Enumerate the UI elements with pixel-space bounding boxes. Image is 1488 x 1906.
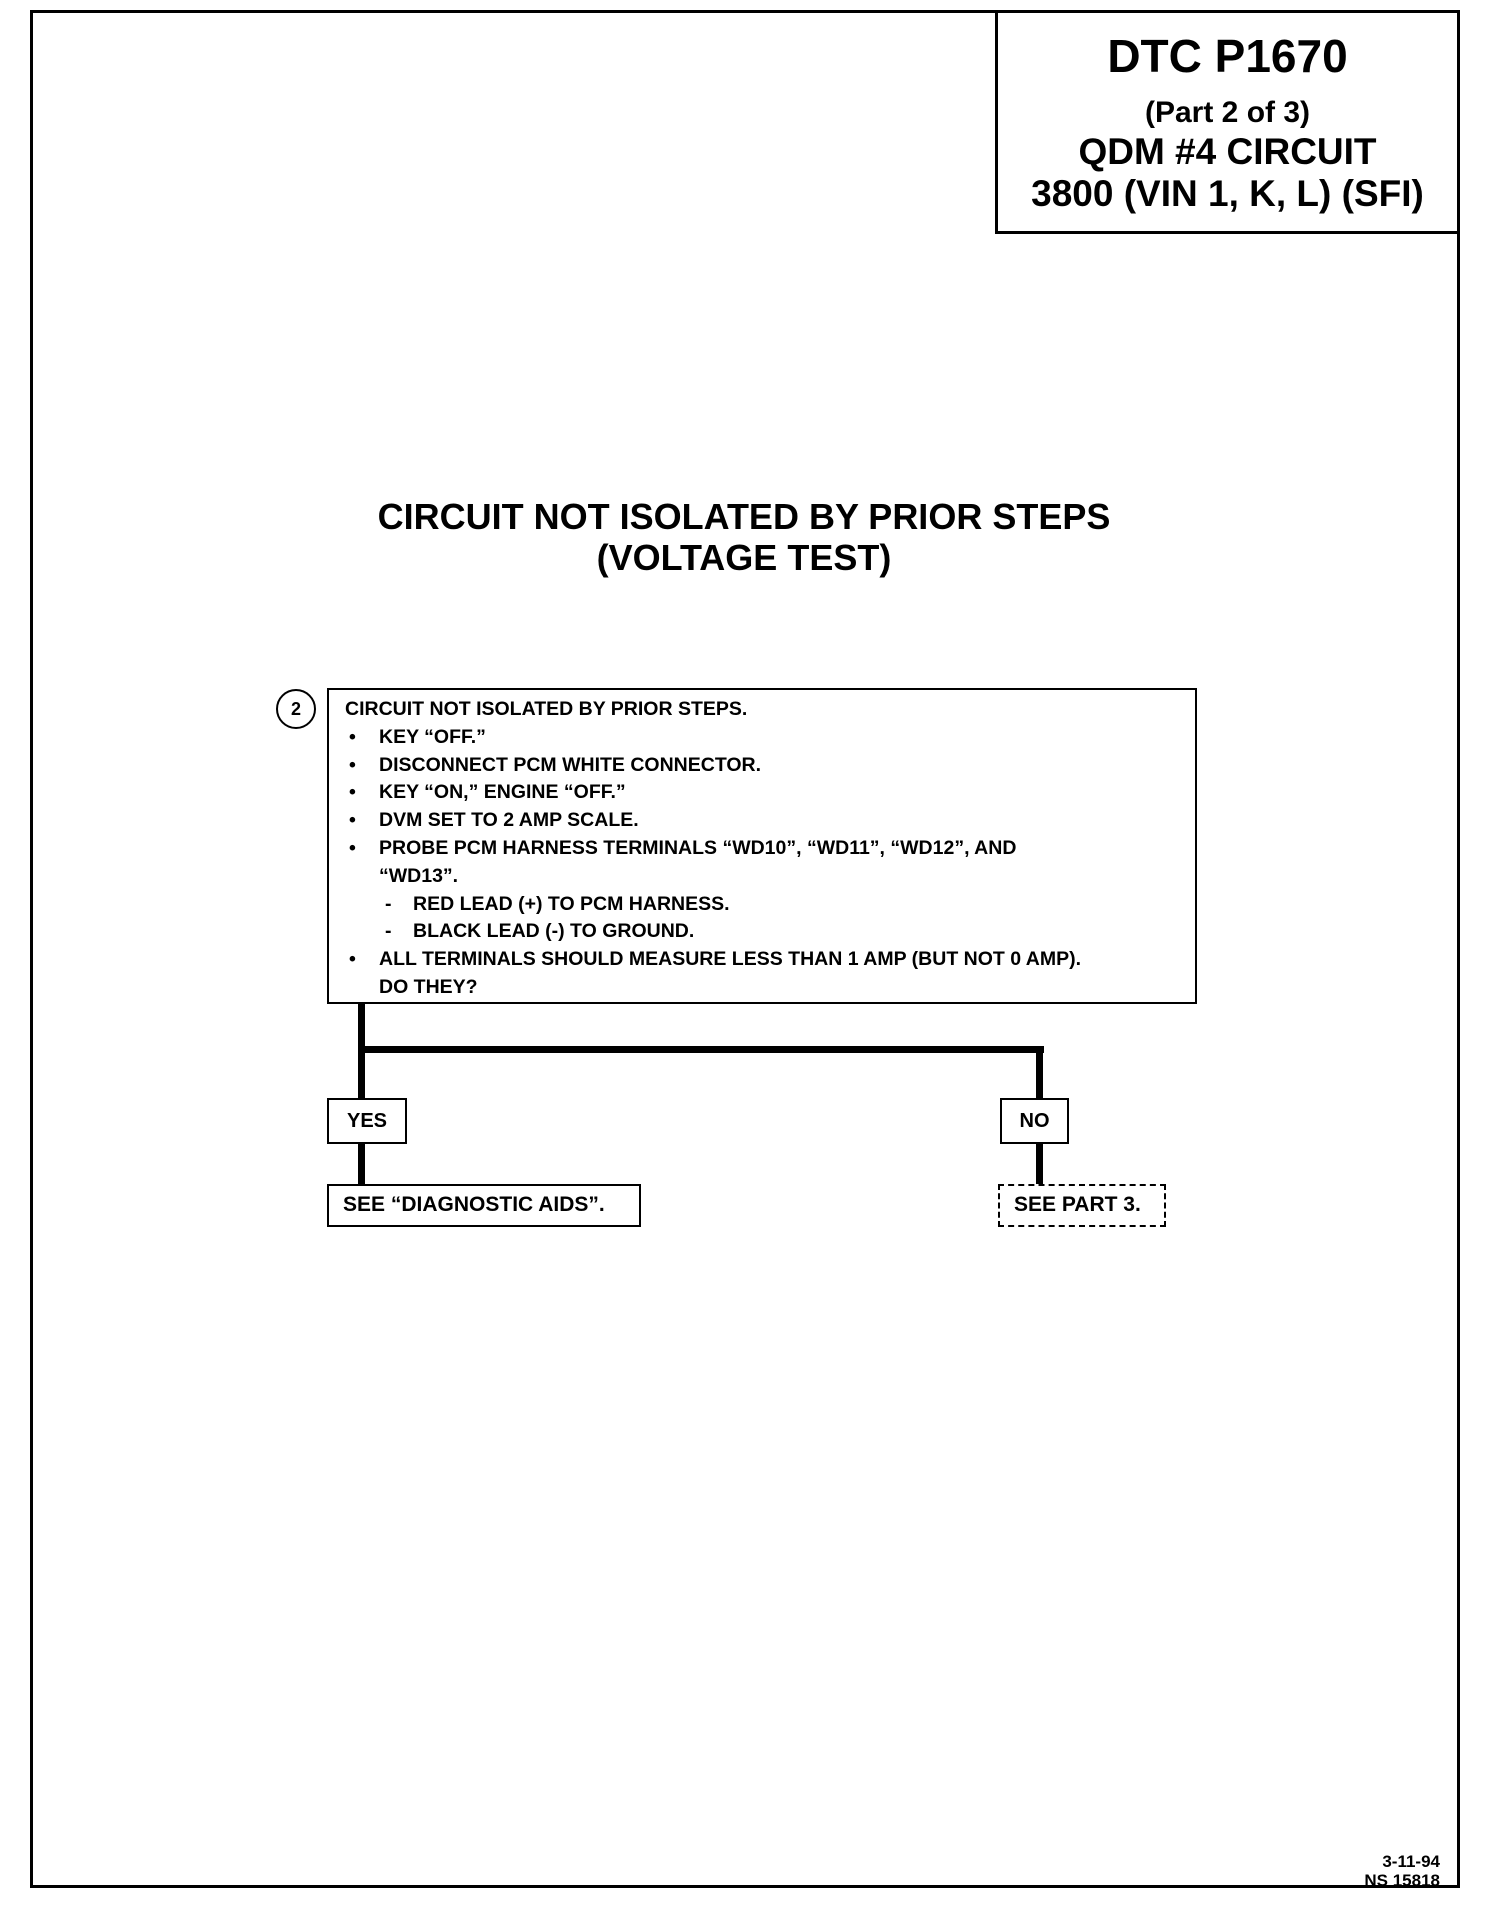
bullet-text: DISCONNECT PCM WHITE CONNECTOR. [379,753,762,776]
bullet-icon: • [349,725,356,748]
yes-result-box: SEE “DIAGNOSTIC AIDS”. [327,1184,641,1227]
step-bullet: • DISCONNECT PCM WHITE CONNECTOR. [345,752,1195,780]
no-result-connector [1036,1144,1043,1184]
yes-answer-box: YES [327,1098,407,1144]
sub-item-text: BLACK LEAD (-) TO GROUND. [413,920,695,943]
step-number-badge: 2 [276,689,316,729]
step-bullet: • ALL TERMINALS SHOULD MEASURE LESS THAN … [345,946,1195,974]
dash-icon: - [385,920,392,943]
step-bullet: • PROBE PCM HARNESS TERMINALS “WD10”, “WD… [345,835,1195,863]
no-branch-line [1036,1046,1043,1100]
step-bullet: • KEY “OFF.” [345,724,1195,752]
no-answer-box: NO [1000,1098,1069,1144]
bullet-icon: • [349,753,356,776]
bullet-text: DVM SET TO 2 AMP SCALE. [379,809,639,832]
engine-spec: 3800 (VIN 1, K, L) (SFI) [1031,173,1424,214]
page-subheading: (VOLTAGE TEST) [596,537,892,578]
step-sub-item: -BLACK LEAD (-) TO GROUND. [345,918,1195,946]
footer-reference: 3-11-94 NS 15818 [1364,1852,1440,1890]
bullet-text: ALL TERMINALS SHOULD MEASURE LESS THAN 1… [379,948,1082,971]
step-question: DO THEY? [379,975,478,998]
title-block: DTC P1670 (Part 2 of 3) QDM #4 CIRCUIT 3… [995,10,1460,234]
step-intro: CIRCUIT NOT ISOLATED BY PRIOR STEPS. [345,698,748,720]
no-result-box: SEE PART 3. [998,1184,1166,1227]
horizontal-branch-line [358,1046,1044,1053]
step-2-box: CIRCUIT NOT ISOLATED BY PRIOR STEPS. • KE… [327,688,1197,1004]
step-bullet: • KEY “ON,” ENGINE “OFF.” [345,779,1195,807]
bullet-text: PROBE PCM HARNESS TERMINALS “WD10”, “WD1… [379,836,1017,859]
page-heading: CIRCUIT NOT ISOLATED BY PRIOR STEPS [377,496,1111,537]
sub-item-text: RED LEAD (+) TO PCM HARNESS. [413,892,730,915]
bullet-continuation: “WD13”. [379,864,459,887]
dash-icon: - [385,892,392,915]
dtc-code: DTC P1670 [1107,30,1348,82]
yes-result-connector [358,1144,365,1186]
bullet-icon: • [349,836,356,859]
bullet-text: KEY “ON,” ENGINE “OFF.” [379,781,626,804]
page-frame [30,10,1460,1888]
step-bullet: • DVM SET TO 2 AMP SCALE. [345,807,1195,835]
step-sub-item: -RED LEAD (+) TO PCM HARNESS. [345,891,1195,919]
circuit-name: QDM #4 CIRCUIT [1078,131,1377,172]
footer-ref-number: NS 15818 [1364,1871,1440,1890]
bullet-icon: • [349,809,356,832]
bullet-icon: • [349,781,356,804]
bullet-icon: • [349,948,356,971]
footer-date: 3-11-94 [1382,1852,1440,1871]
bullet-text: KEY “OFF.” [379,725,486,748]
part-indicator: (Part 2 of 3) [1144,96,1311,129]
